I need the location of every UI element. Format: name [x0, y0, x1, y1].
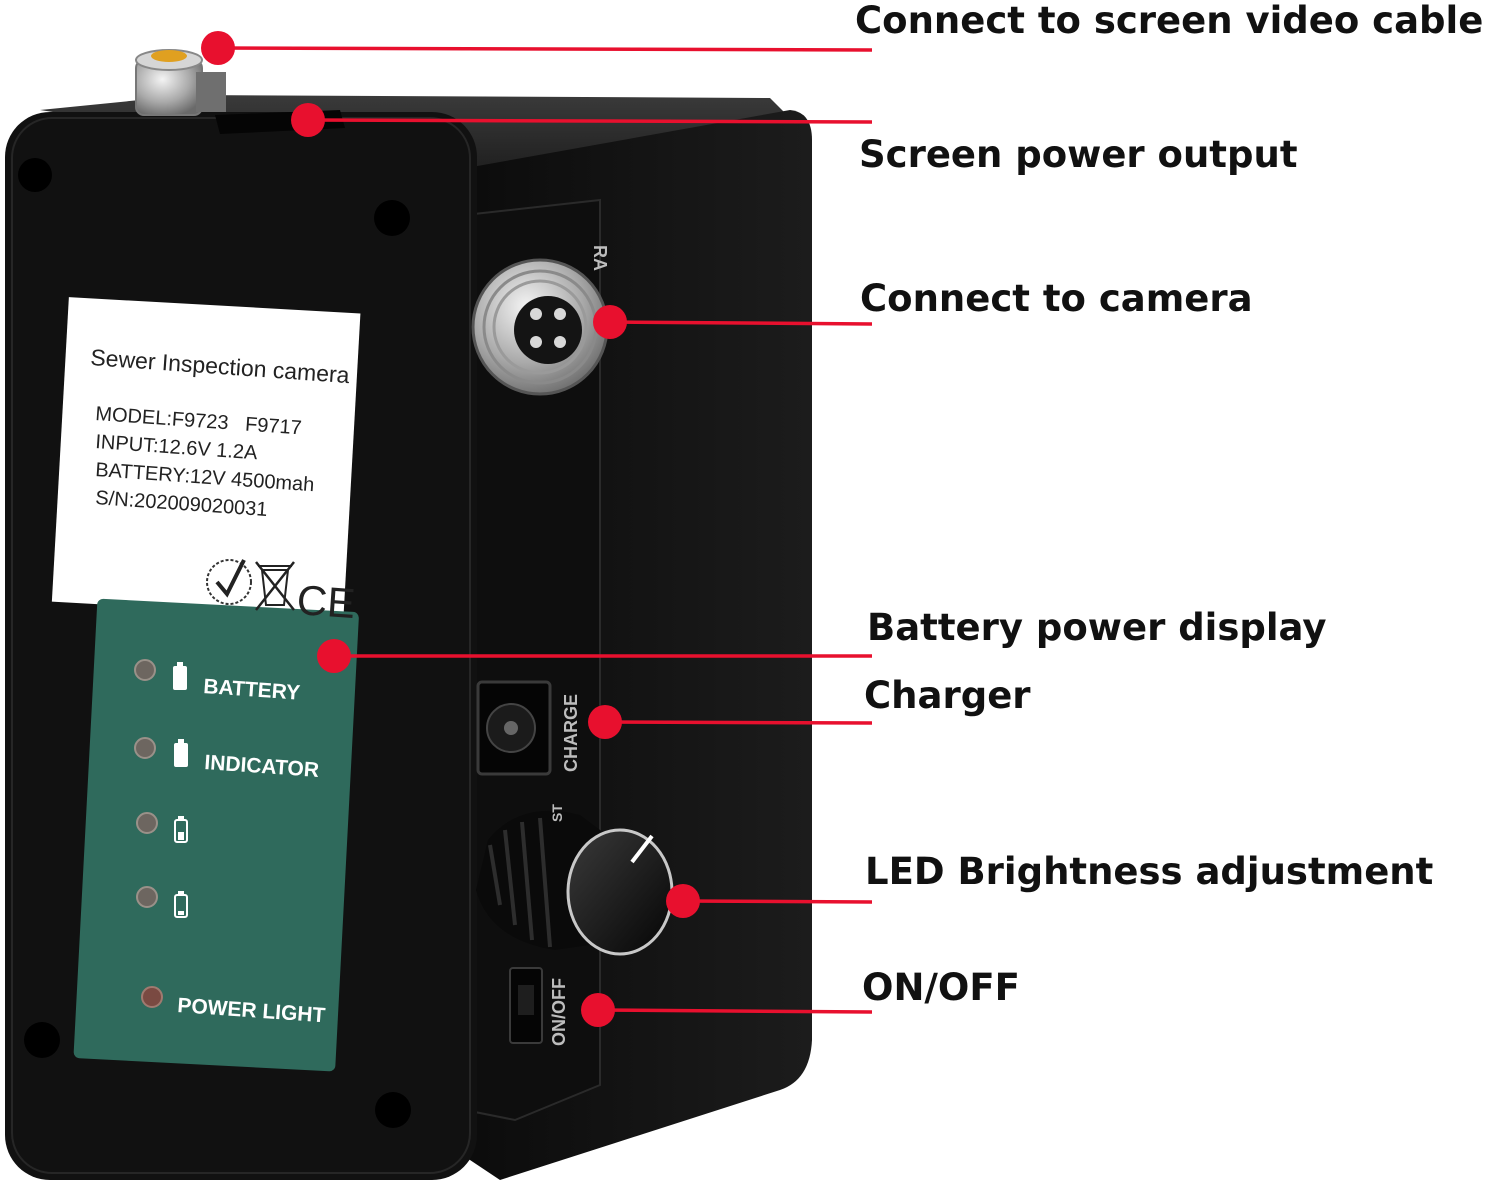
- ce-mark: CE: [295, 576, 356, 627]
- checkmark-seal-icon: [206, 559, 252, 605]
- callout-dot: [666, 884, 700, 918]
- battery-low-icon: [174, 891, 188, 918]
- battery-half-icon: [174, 816, 188, 843]
- screw-hole: [375, 1092, 411, 1128]
- screw-hole: [24, 1022, 60, 1058]
- screw-hole: [374, 200, 410, 236]
- indicator-panel: [73, 598, 359, 1072]
- leader-line: [604, 720, 873, 725]
- side-charge-label: CHARGE: [561, 694, 581, 772]
- callout-charger: Charger: [864, 674, 1031, 717]
- leader-line: [307, 118, 873, 124]
- callout-led-brightness: LED Brightness adjustment: [865, 850, 1434, 893]
- rca-connector-icon: [135, 49, 226, 116]
- side-adjust-label: ST: [549, 804, 565, 822]
- battery-led: [136, 812, 158, 834]
- battery-led: [134, 659, 156, 681]
- callout-dot: [581, 993, 615, 1027]
- callout-battery-display: Battery power display: [867, 606, 1327, 649]
- side-camera-label: RA: [590, 245, 610, 271]
- leader-line: [597, 1008, 873, 1014]
- screw-hole: [18, 158, 52, 192]
- leader-lines: [217, 46, 873, 1014]
- weee-bin-icon: [255, 561, 295, 611]
- side-on-off-label: ON/OFF: [549, 978, 569, 1046]
- power-led: [141, 986, 163, 1008]
- callout-dot: [291, 103, 325, 137]
- leader-line: [609, 320, 873, 326]
- callout-dot: [317, 639, 351, 673]
- battery-led: [136, 886, 158, 908]
- callout-dots: [201, 31, 700, 1027]
- camera-connector-icon: [471, 258, 609, 396]
- leader-line: [682, 899, 873, 904]
- charger-jack-icon: [476, 680, 552, 776]
- callout-dot: [593, 305, 627, 339]
- battery-full-icon: [173, 662, 187, 690]
- callout-dot: [201, 31, 235, 65]
- battery-led: [134, 737, 156, 759]
- power-switch-icon: [509, 967, 543, 1044]
- callout-video-cable: Connect to screen video cable: [855, 0, 1484, 42]
- battery-high-icon: [174, 739, 188, 767]
- callout-screen-power: Screen power output: [859, 133, 1298, 176]
- callout-on-off: ON/OFF: [862, 966, 1020, 1009]
- callout-dot: [588, 705, 622, 739]
- leader-line: [217, 46, 873, 52]
- callout-camera: Connect to camera: [860, 277, 1253, 320]
- spec-sticker: [51, 297, 361, 618]
